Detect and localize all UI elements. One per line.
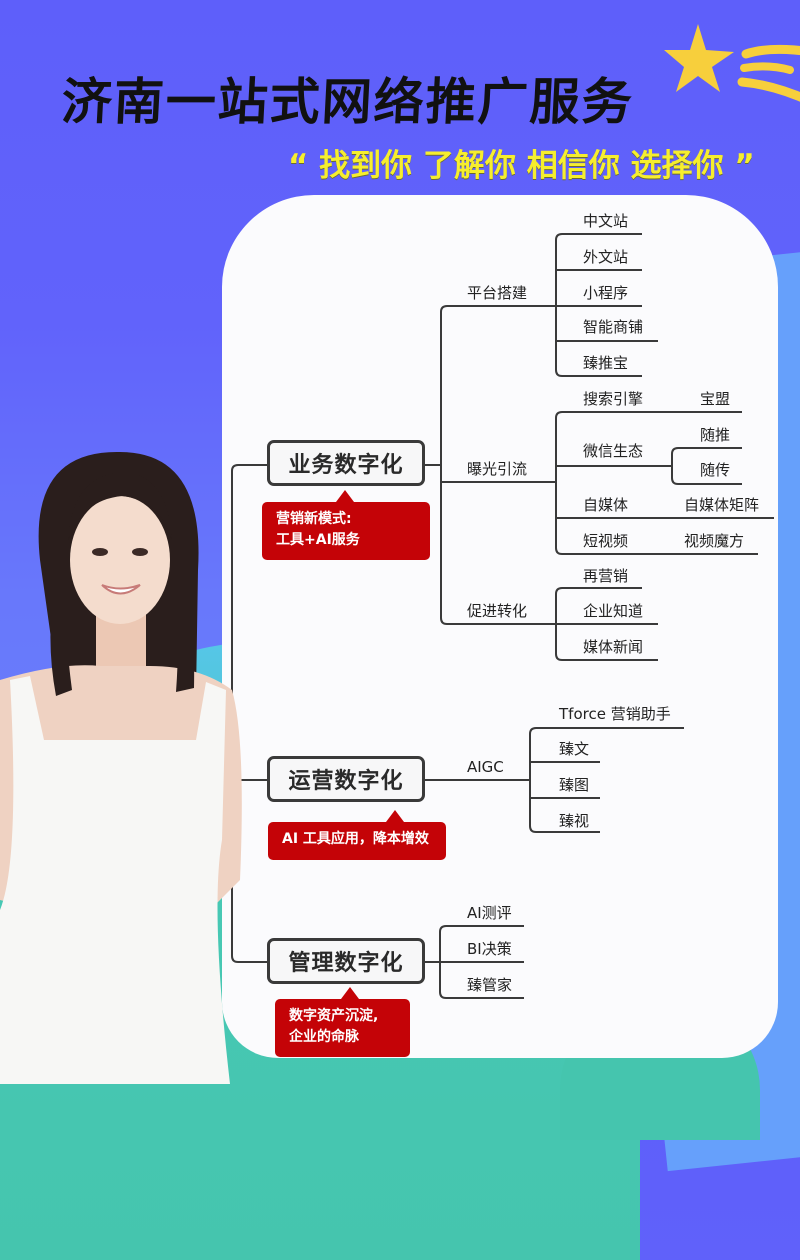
node-short-video: 短视频	[583, 532, 629, 550]
callout-management: 数字资产沉淀, 企业的命脉	[275, 987, 410, 1057]
node-search-engine: 搜索引擎	[583, 390, 644, 408]
node-conversion: 促进转化	[467, 602, 528, 620]
node-label: 运营数字化	[288, 769, 404, 794]
person-image	[0, 451, 242, 1084]
node-smart-shop: 智能商铺	[583, 318, 644, 336]
node-ai-evaluation: AI测评	[467, 904, 512, 922]
callout-line: 工具+AI服务	[276, 532, 360, 548]
callout-line: 营销新模式:	[276, 511, 352, 527]
node-platform-build: 平台搭建	[467, 284, 528, 302]
callout-line: AI 工具应用，降本增效	[282, 831, 429, 847]
callout-line: 数字资产沉淀,	[289, 1008, 379, 1024]
node-video-magic-cube: 视频魔方	[684, 532, 745, 550]
callout-business: 营销新模式: 工具+AI服务	[262, 490, 430, 560]
mindmap-node-operations-digitalization: 运营数字化	[267, 756, 425, 802]
node-zhenwen: 臻文	[559, 740, 590, 758]
node-self-media: 自媒体	[583, 496, 629, 514]
shooting-star-icon	[664, 24, 800, 102]
node-self-media-matrix: 自媒体矩阵	[684, 496, 760, 514]
callout-operations: AI 工具应用，降本增效	[268, 810, 446, 860]
node-zhentu: 臻图	[559, 776, 590, 794]
node-suichuan: 随传	[700, 461, 731, 479]
node-suitui: 随推	[700, 426, 731, 444]
mindmap-connectors	[231, 233, 774, 999]
node-chinese-site: 中文站	[583, 212, 629, 230]
node-bi-decision: BI决策	[467, 940, 512, 958]
node-label: 管理数字化	[288, 951, 404, 976]
node-aigc: AIGC	[467, 758, 504, 776]
slogan: “ 找到你 了解你 相信你 选择你 ”	[288, 148, 755, 184]
callout-line: 企业的命脉	[289, 1029, 359, 1045]
node-remarketing: 再营销	[583, 567, 629, 585]
mindmap-card	[222, 195, 778, 1058]
mindmap-node-management-digitalization: 管理数字化	[267, 938, 425, 984]
node-foreign-site: 外文站	[583, 248, 629, 266]
node-tforce-assistant: Tforce 营销助手	[559, 705, 671, 723]
node-mini-program: 小程序	[583, 284, 629, 302]
node-media-news: 媒体新闻	[583, 638, 644, 656]
node-enterprise-knows: 企业知道	[583, 602, 644, 620]
mindmap-node-business-digitalization: 业务数字化	[267, 440, 425, 486]
node-zhenguanjia: 臻管家	[467, 976, 513, 994]
node-zhenshi: 臻视	[559, 812, 590, 830]
node-exposure-traffic: 曝光引流	[467, 460, 528, 478]
node-label: 业务数字化	[288, 453, 404, 478]
node-zhentuibao: 臻推宝	[583, 354, 629, 372]
node-baomeng: 宝盟	[700, 390, 731, 408]
node-wechat-ecosystem: 微信生态	[583, 442, 644, 460]
